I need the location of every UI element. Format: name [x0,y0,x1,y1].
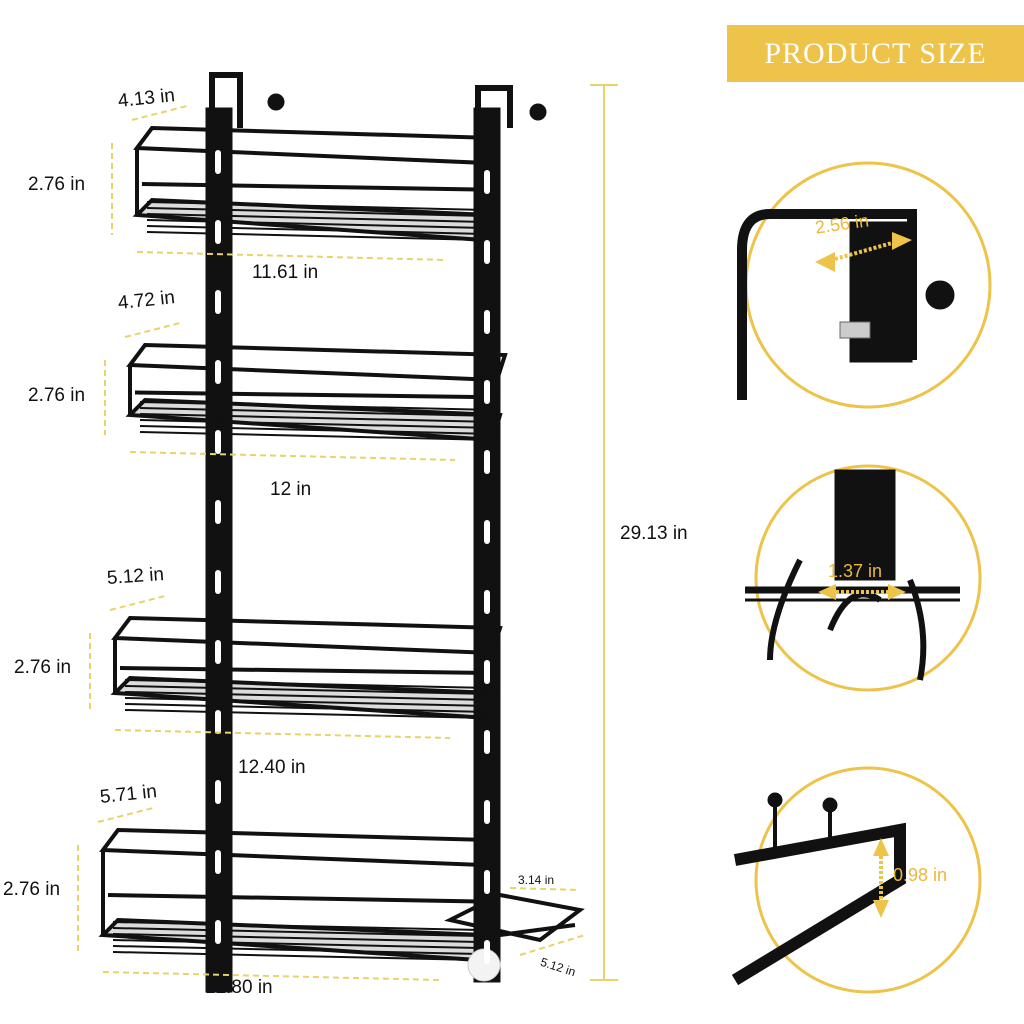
shelf-wire [124,697,491,707]
shelf-top-rim [99,827,493,868]
shelf-2 [125,342,508,443]
basket-width-dimension [519,934,586,956]
shelf-wire [139,407,496,417]
upright-slot [484,800,490,824]
upright-slot [215,920,221,944]
upright-slot [484,310,490,334]
upright-slot [215,360,221,384]
shelf-wire [146,201,486,211]
shelf-wire [146,219,486,229]
upright-slot [215,430,221,454]
upright-slot [215,500,221,524]
shelf-wire [112,939,481,949]
shelf-wire [124,685,491,695]
shelf-wire [139,425,496,435]
shelf-3 [110,615,503,721]
shelf-4 [98,827,493,963]
shelf-3-width: 12.40 in [238,757,306,778]
shelf-rail [119,666,491,675]
upright-slot [484,590,490,614]
shelf-wire [112,951,481,961]
upright-slot [484,240,490,264]
left-upright [205,107,233,993]
shelf-wire [124,679,491,689]
hook-height-label: 0.98 in [893,865,948,885]
side-basket-depth: 3.14 in [518,873,555,887]
shelf-rail [107,893,481,904]
left-door-hook [209,72,243,128]
shelf-wire [112,933,481,943]
side-basket [444,892,585,982]
depth-dimension [109,595,166,611]
shelf-3-height: 2.76 in [14,657,72,678]
depth-dimension [97,807,154,823]
depth-dimension [124,322,181,338]
upright-slot [484,940,490,964]
shelf-1 [132,125,498,243]
banner-title: PRODUCT SIZE [764,36,987,70]
left-knob [267,93,285,111]
right-door-hook [475,85,513,128]
shelf-post [476,864,484,961]
shelf-rail [141,182,486,192]
shelf-2-width: 12 in [270,479,312,500]
upright-slot [484,170,490,194]
shelf-wire [112,945,481,955]
shelf-post [486,652,494,719]
shelf-wire [146,213,486,223]
upright-slot [215,850,221,874]
shelf-2-height: 2.76 in [28,385,86,406]
shelf-wire [124,691,491,701]
shelf-wire [112,921,481,931]
upright-slot [484,730,490,754]
shelf-1-height: 2.76 in [28,174,86,195]
shelf-wire [112,927,481,937]
shelf-top-rim [133,125,498,166]
upright-slot [215,780,221,804]
upright-slot [484,870,490,894]
shelf-wire [139,419,496,429]
upright-slot [215,710,221,734]
shelf-wire [139,413,496,423]
upright-slot [215,150,221,174]
upright-slot [215,570,221,594]
width-dimension [136,251,446,261]
shelf-4-height: 2.76 in [3,879,61,900]
shelf-post [491,379,499,441]
width-dimension [129,451,456,461]
upright-slot [484,520,490,544]
rail-gap-label: 1.37 in [828,561,883,581]
shelf-1-width: 11.61 in [252,262,319,283]
shelf-wire [124,703,491,713]
basket-depth-dimension [509,887,581,891]
shelf-wire [124,709,491,719]
shelf-wire [146,225,486,235]
upright-slot [215,640,221,664]
upright-slot [484,380,490,404]
width-dimension [102,971,441,981]
width-dimension [114,729,451,739]
upright-slot [484,660,490,684]
side-basket-bar [499,923,576,937]
shelf-wire [146,231,486,241]
shelf-wire [139,401,496,411]
shelf-wire [146,207,486,217]
shelf-wire [139,431,496,441]
shelf-4-width: 12.80 in [205,977,273,998]
shelf-top-rim [126,342,508,383]
upright-slot [215,290,221,314]
shelf-3-depth: 5.12 in [106,564,165,589]
upright-slot [215,220,221,244]
shelf-rail [134,390,496,400]
shelf-top-rim [111,615,503,656]
upright-slot [484,450,490,474]
product-size-banner: PRODUCT SIZE [727,25,1024,82]
right-knob [529,103,547,121]
overall-height-label: 29.13 in [620,523,688,544]
